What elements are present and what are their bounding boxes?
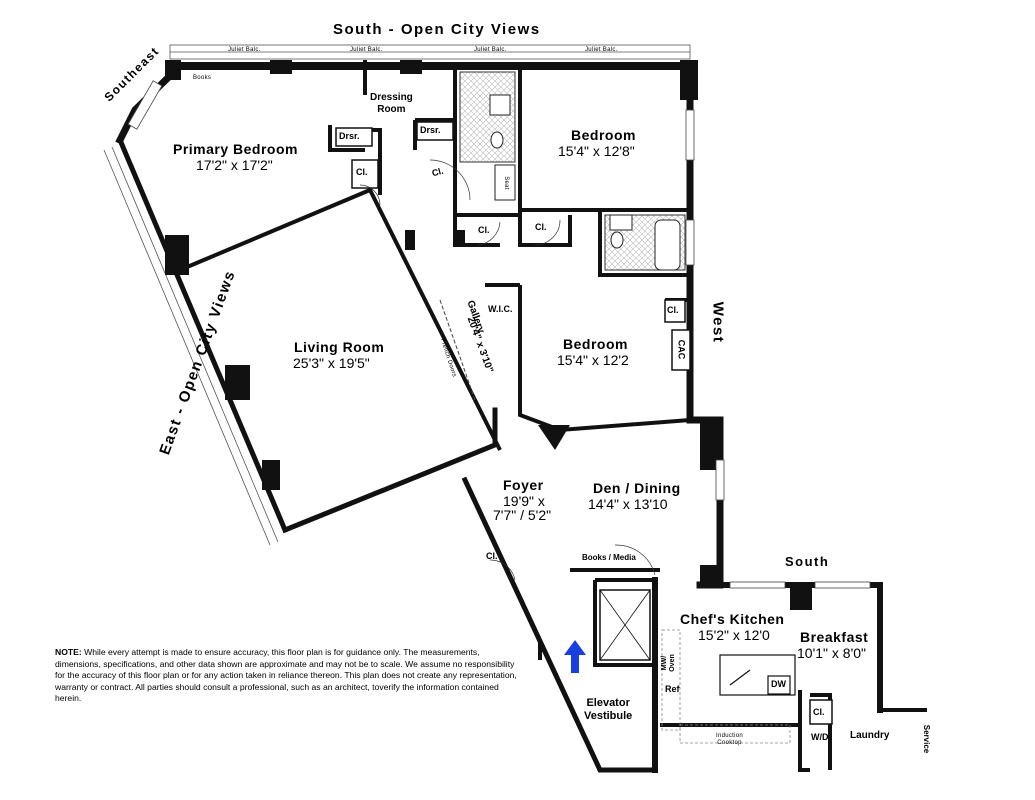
- cac-label: CAC: [676, 339, 687, 360]
- primary-bedroom-name: Primary Bedroom: [173, 141, 298, 157]
- bedroom-2-dims: 15'4" x 12'2: [557, 352, 629, 368]
- wall-piers: [165, 60, 812, 610]
- service-label: Service: [922, 724, 932, 754]
- dishwasher-label: DW: [771, 679, 786, 689]
- living-room-name: Living Room: [294, 339, 385, 355]
- note-text: While every attempt is made to ensure ac…: [55, 647, 517, 703]
- dresser-2-label: Drsr.: [420, 125, 441, 135]
- refrigerator-label: Ref: [665, 684, 680, 694]
- bath-fixtures: [489, 94, 681, 271]
- closet-3-label: Cl.: [478, 225, 490, 235]
- foyer-dims-1: 19'9" x: [503, 493, 545, 509]
- juliet-balcony-4: Juliet Balc.: [585, 47, 618, 53]
- books-primary-label: Books: [193, 75, 212, 81]
- breakfast-name: Breakfast: [800, 629, 869, 645]
- disclaimer-note: NOTE: While every attempt is made to ens…: [55, 647, 520, 705]
- elevator-vestibule-name: Elevator Vestibule: [584, 697, 633, 722]
- walk-in-closet-label: W.I.C.: [488, 304, 513, 314]
- breakfast-dims: 10'1" x 8'0": [797, 645, 866, 661]
- microwave-oven-label: MW/ Oven: [660, 654, 676, 672]
- bedroom-2-name: Bedroom: [563, 336, 628, 352]
- west-orientation-label: West: [709, 301, 727, 344]
- closet-6-label: Cl.: [486, 551, 498, 561]
- juliet-balcony-2: Juliet Balc.: [350, 47, 383, 53]
- south-kitchen-label: South: [785, 554, 830, 569]
- east-window-band: [103, 146, 279, 546]
- dressing-room-name: Dressing Room: [370, 92, 413, 115]
- closet-7-label: Cl.: [813, 707, 825, 717]
- primary-bedroom-dims: 17'2" x 17'2": [196, 157, 273, 173]
- closet-5-label: Cl.: [667, 305, 679, 315]
- laundry-name: Laundry: [850, 730, 890, 741]
- dresser-1-label: Drsr.: [339, 131, 360, 141]
- den-dining-dims: 14'4" x 13'10: [588, 496, 668, 512]
- kitchen-island: [719, 654, 796, 696]
- kitchen-dims: 15'2" x 12'0: [698, 627, 770, 643]
- foyer-dims-2: 7'7" / 5'2": [493, 507, 552, 523]
- kitchen-name: Chef's Kitchen: [680, 611, 785, 627]
- closet-4-label: Cl.: [535, 222, 547, 232]
- bedroom-1-name: Bedroom: [571, 127, 636, 143]
- foyer-name: Foyer: [503, 477, 544, 493]
- closet-boxes: [335, 121, 833, 725]
- south-orientation-label: South - Open City Views: [333, 21, 541, 38]
- bath-tile-1: [459, 71, 516, 163]
- bedroom-1-dims: 15'4" x 12'8": [558, 143, 635, 159]
- closet-1-label: Cl.: [356, 167, 368, 177]
- seat-label: Seat: [502, 176, 509, 190]
- living-room-dims: 25'3" x 19'5": [293, 355, 370, 371]
- windows: [127, 80, 871, 589]
- den-dining-name: Den / Dining: [593, 480, 681, 496]
- juliet-balcony-3: Juliet Balc.: [474, 47, 507, 53]
- door-swings: [359, 159, 656, 581]
- south-window-band: [169, 44, 691, 60]
- elevator: [599, 589, 651, 661]
- washer-dryer-label: W/D: [811, 732, 829, 742]
- juliet-balcony-1: Juliet Balc.: [228, 47, 261, 53]
- kitchen-counters: [661, 629, 791, 744]
- note-heading: NOTE:: [55, 647, 82, 657]
- induction-cooktop-label: Induction Cooktop: [716, 733, 744, 746]
- entry-arrow-icon: [564, 640, 586, 673]
- books-media-label: Books / Media: [582, 553, 636, 562]
